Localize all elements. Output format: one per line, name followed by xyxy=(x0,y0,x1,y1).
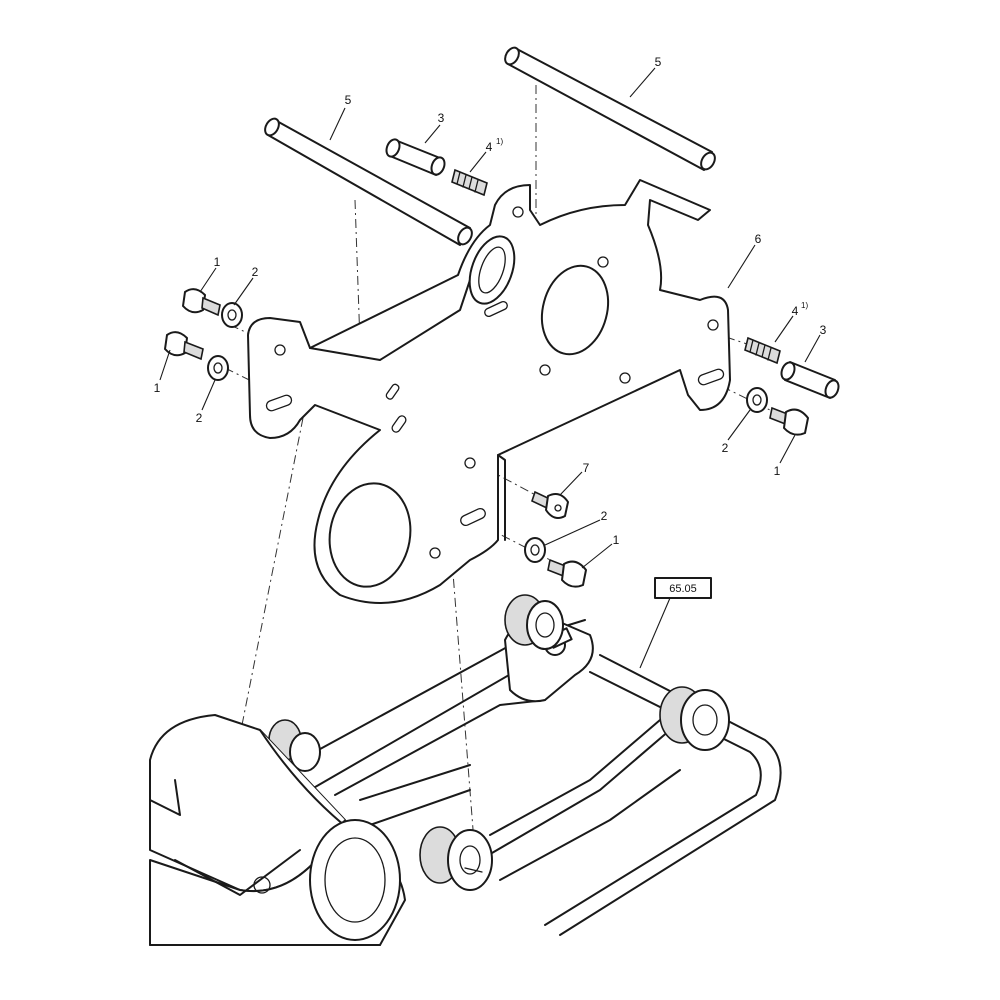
bushing-rear-upper xyxy=(504,594,564,650)
bushing-front xyxy=(419,826,493,891)
callout-4-right: 4 xyxy=(792,304,799,318)
tube-left xyxy=(264,117,473,246)
bolt-lower-left xyxy=(164,331,204,361)
tube-right xyxy=(504,46,716,171)
callout-4-right-footnote: 1) xyxy=(801,301,808,310)
lower-frame-assembly xyxy=(149,594,782,946)
washer-center xyxy=(524,537,546,563)
stud-right xyxy=(744,336,781,365)
callout-2-right: 2 xyxy=(722,441,729,455)
callout-1-center: 1 xyxy=(613,533,620,547)
reference-box-label: 65.05 xyxy=(669,583,697,595)
bracket-plate xyxy=(247,179,731,604)
callout-2-center: 2 xyxy=(601,509,608,523)
callout-3-top: 3 xyxy=(438,111,445,125)
washer-lower-left xyxy=(207,355,229,381)
callout-1-lower-left: 1 xyxy=(154,381,161,395)
bushing-rear-left xyxy=(268,719,321,772)
screw-center-7 xyxy=(531,490,569,519)
sleeve-top xyxy=(385,138,446,176)
callout-3-right: 3 xyxy=(820,323,827,337)
washer-right xyxy=(746,387,768,413)
cylinder-housing xyxy=(149,714,406,946)
reference-box: 65.05 xyxy=(639,577,712,669)
leader-lines xyxy=(159,67,821,569)
bolt-right xyxy=(769,406,809,436)
callout-7: 7 xyxy=(583,461,590,475)
stud-top xyxy=(451,168,488,197)
callout-1-right: 1 xyxy=(774,464,781,478)
callout-4-top: 4 xyxy=(486,140,493,154)
callout-1-upper-left: 1 xyxy=(214,255,221,269)
callout-4-top-footnote: 1) xyxy=(496,137,503,146)
callout-2-lower-left: 2 xyxy=(196,411,203,425)
bolt-center xyxy=(547,558,587,588)
bolt-upper-left xyxy=(182,288,221,317)
callout-5-left: 5 xyxy=(345,93,352,107)
callout-6: 6 xyxy=(755,232,762,246)
sleeve-right xyxy=(780,361,840,399)
callout-labels: 5 5 3 4 1) 6 1 2 1 2 4 1) 3 2 1 7 2 1 xyxy=(154,55,827,547)
washer-upper-left xyxy=(221,302,243,328)
callout-2-upper-left: 2 xyxy=(252,265,259,279)
callout-5-right: 5 xyxy=(655,55,662,69)
bushing-right xyxy=(659,686,730,751)
